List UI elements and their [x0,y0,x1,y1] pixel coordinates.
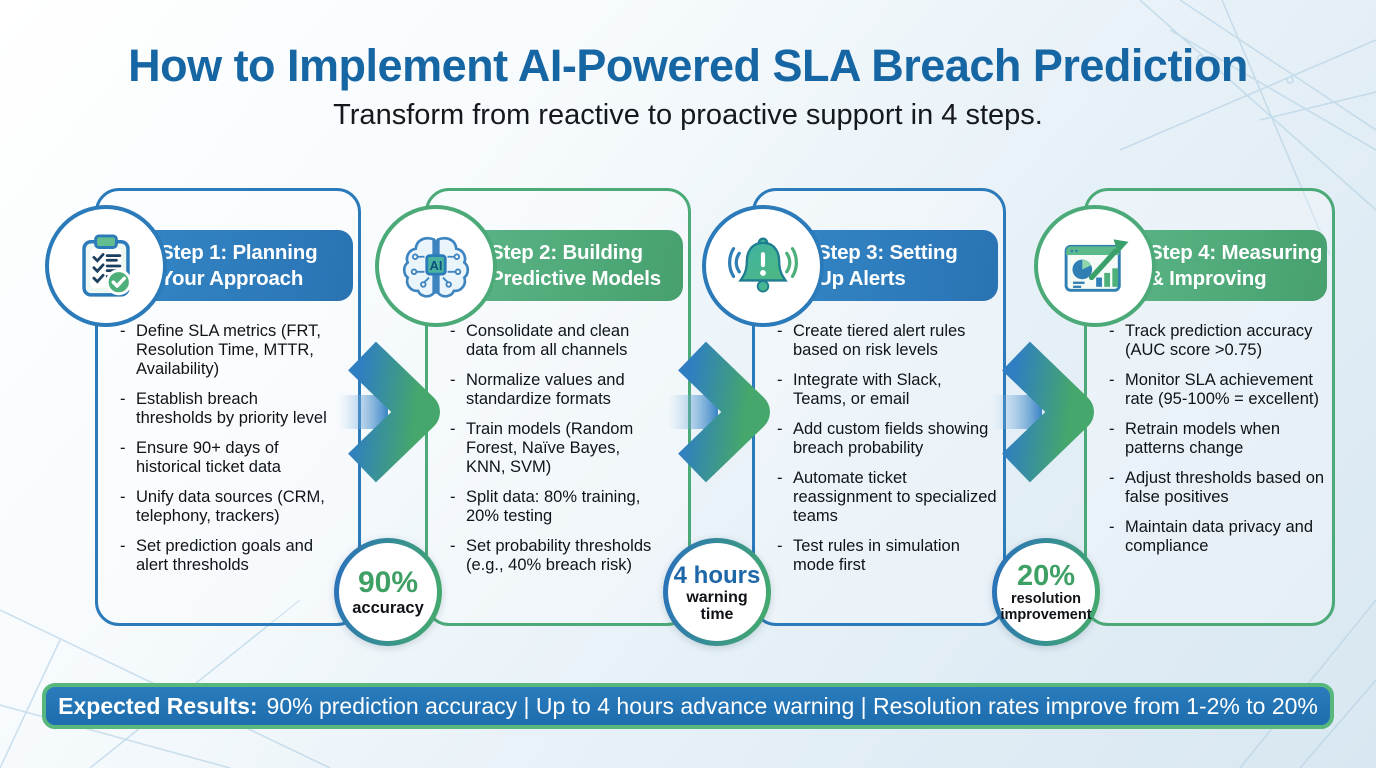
bullet-item: Consolidate and clean data from all chan… [450,322,684,360]
badge-label: accuracy [352,599,424,617]
bullet-item: Set prediction goals and alert threshold… [120,537,354,575]
badge-label: warning time [686,588,748,623]
step-4-bullet-list: Track prediction accuracy (AUC score >0.… [1109,322,1328,556]
resolution-improvement-badge: 20% resolution improvement [992,538,1100,646]
step-4-title-line2: & Improving [1149,266,1267,290]
step-4-card: Step 4: Measuring & Improving Track pred… [1034,188,1335,626]
bullet-item: Integrate with Slack, Teams, or email [777,371,999,409]
step-3-title-line1: Step 3: Setting [817,240,958,264]
arrow-right-icon [992,341,1094,483]
expected-results-banner: Expected Results: 90% prediction accurac… [42,683,1334,729]
bullet-item: Train models (Random Forest, Naïve Bayes… [450,420,684,477]
bullet-item: Unify data sources (CRM, telephony, trac… [120,488,354,526]
step-3-title-line2: Up Alerts [817,266,906,290]
bullet-item: Monitor SLA achievement rate (95-100% = … [1109,371,1328,409]
badge-value: 90% [357,566,419,599]
bullet-item: Split data: 80% training, 20% testing [450,488,684,526]
badge-label: resolution improvement [1000,591,1092,623]
bullet-item: Retrain models when patterns change [1109,420,1328,458]
bullet-item: Set probability thresholds (e.g., 40% br… [450,537,684,575]
bullet-item: Define SLA metrics (FRT, Resolution Time… [120,322,354,379]
step-1-bullet-list: Define SLA metrics (FRT, Resolution Time… [120,322,354,575]
step-2-title-line1: Step 2: Building [490,240,643,264]
badge-value: 20% [1016,560,1076,592]
alert-bell-icon [702,205,824,327]
bullet-item: Adjust thresholds based on false positiv… [1109,469,1328,507]
svg-text:AI: AI [430,258,443,273]
arrow-right-icon [338,341,440,483]
bullet-item: Ensure 90+ days of historical ticket dat… [120,439,354,477]
bullet-item: Maintain data privacy and compliance [1109,518,1328,556]
step-1-card: Step 1: Planning Your Approach Define SL… [45,188,361,626]
bullet-item: Test rules in simulation mode first [777,537,999,575]
step-1-title-line1: Step 1: Planning [160,240,318,264]
step-3-bullet-list: Create tiered alert rules based on risk … [777,322,999,575]
page-title: How to Implement AI-Powered SLA Breach P… [128,40,1248,91]
bullet-item: Add custom fields showing breach probabi… [777,420,999,458]
bullet-item: Establish breach thresholds by priority … [120,390,354,428]
clipboard-checklist-icon [45,205,167,327]
arrow-right-icon [668,341,770,483]
step-2-bullet-list: Consolidate and clean data from all chan… [450,322,684,575]
step-4-title-line1: Step 4: Measuring [1149,240,1323,264]
banner-lead: Expected Results: [58,692,258,719]
step-3-card: Step 3: Setting Up Alerts [702,188,1006,626]
step-1-title-line2: Your Approach [160,266,304,290]
analytics-dashboard-icon [1034,205,1156,327]
page-subtitle: Transform from reactive to proactive sup… [333,99,1043,131]
banner-text: 90% prediction accuracy | Up to 4 hours … [266,692,1318,719]
bullet-item: Automate ticket reassignment to speciali… [777,469,999,526]
step-2-title-line2: Predictive Models [490,266,661,290]
warning-time-badge: 4 hours warning time [663,538,771,646]
bullet-item: Normalize values and standardize formats [450,371,684,409]
ai-brain-icon: AI [375,205,497,327]
badge-value: 4 hours [673,561,761,589]
bullet-item: Create tiered alert rules based on risk … [777,322,999,360]
step-2-card: Step 2: Building Predictive Models AI Co… [375,188,691,626]
accuracy-badge: 90% accuracy [334,538,442,646]
bullet-item: Track prediction accuracy (AUC score >0.… [1109,322,1328,360]
